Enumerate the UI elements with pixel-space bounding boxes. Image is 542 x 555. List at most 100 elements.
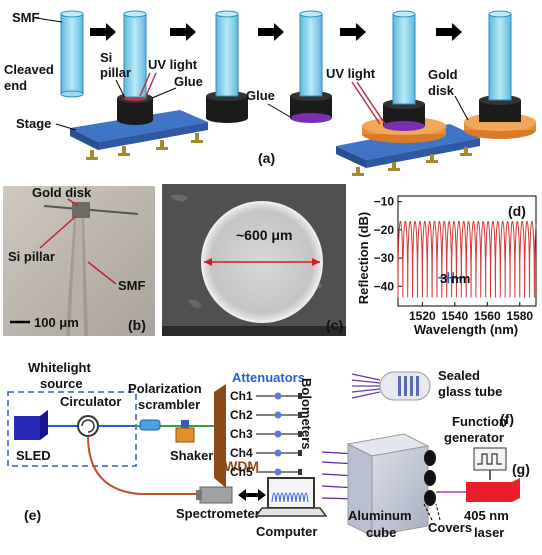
uv-light-label-2: UV light [326, 66, 376, 81]
panel-a: SMF Cleaved end [4, 10, 536, 176]
spacing-label-d: 3 nm [440, 271, 470, 286]
smf-label-b: SMF [118, 278, 146, 293]
si-pillar-label-2: pillar [100, 65, 131, 80]
laser-device [466, 478, 520, 502]
shaker-label: Shaker [170, 448, 213, 463]
process-arrows [90, 23, 462, 41]
reflection-series-line [397, 220, 537, 298]
glue-label-2: Glue [246, 88, 275, 103]
computer-label: Computer [256, 524, 317, 539]
cwdm-label: CWDM [214, 458, 259, 474]
panel-c-label: (c) [326, 317, 343, 333]
whitelight-label-1: Whitelight [28, 360, 91, 375]
channel-label: Ch2 [230, 408, 253, 422]
bolometer-icon [298, 431, 302, 437]
sled-label: SLED [16, 448, 51, 463]
cwdm-device [214, 384, 226, 488]
y-tick-label: −40 [374, 279, 395, 293]
polarization-label-1: Polarization [128, 381, 202, 396]
panel-f-label: (f) [500, 411, 514, 427]
polarization-label-2: scrambler [138, 397, 200, 412]
arrow-1 [90, 23, 116, 41]
shaker-device [175, 427, 195, 443]
cleaved-end-label-2: end [4, 78, 27, 93]
panel-a-label: (a) [258, 150, 275, 166]
laser-label-2: laser [474, 525, 504, 540]
channel-label: Ch5 [230, 465, 253, 479]
uv-light-label-1: UV light [148, 57, 198, 72]
cleaved-end-label-1: Cleaved [4, 62, 54, 77]
attenuator-icon [274, 449, 282, 457]
stage-label: Stage [16, 116, 51, 131]
whitelight-label-2: source [40, 376, 83, 391]
arrow-3 [258, 23, 284, 41]
dimension-label-c: ~600 μm [236, 227, 292, 243]
sled-device [14, 410, 48, 440]
panel-d: −10 −20 −30 −40 1520 1540 1560 1580 Reflection … [356, 195, 537, 337]
function-generator-icon [473, 447, 507, 471]
attenuator-icon [274, 468, 282, 476]
function-label-1: Function [452, 414, 507, 429]
panel-e-label: (e) [24, 507, 41, 523]
panel-c: ~600 μm (c) [162, 184, 346, 336]
gold-disk-label-b: Gold disk [32, 185, 92, 200]
spectrometer-label: Spectrometer [176, 506, 260, 521]
sealed-label-1: Sealed [438, 368, 480, 383]
attenuator-icon [274, 392, 282, 400]
fiber-step-1 [60, 10, 84, 98]
smf-label: SMF [12, 10, 40, 25]
spectrometer-device [199, 486, 233, 504]
circulator-icon [77, 415, 99, 437]
source-box [7, 391, 137, 467]
y-tick-label: −10 [374, 195, 395, 209]
x-tick-label: 1580 [506, 309, 533, 323]
panel-e: Whitelight source Circulator SLED Polari… [7, 360, 328, 539]
panel-g-label: (g) [512, 461, 530, 477]
bolometer-icon [298, 393, 302, 399]
si-pillar-label-b: Si pillar [8, 249, 55, 264]
sealed-label-2: glass tube [438, 384, 502, 399]
circulator-label: Circulator [60, 394, 121, 409]
attenuators-label: Attenuators [232, 370, 305, 385]
data-link-arrow [238, 489, 266, 501]
channel-label: Ch4 [230, 446, 253, 460]
y-tick-label: −20 [374, 223, 395, 237]
attenuator-icon [274, 430, 282, 438]
chart-x-axis-label: Wavelength (nm) [414, 322, 518, 337]
si-pillar-label-1: Si [100, 50, 112, 65]
pillar-step-3 [206, 10, 248, 123]
channel-label: Ch3 [230, 427, 253, 441]
bolometer-icon [298, 412, 302, 418]
y-tick-label: −30 [374, 251, 395, 265]
bolometers-label: Bolometers [299, 378, 314, 450]
glue-label-1: Glue [174, 74, 203, 89]
panel-f: Sealed glass tube (f) [351, 368, 514, 427]
bolometer-icon [298, 469, 302, 475]
stage-step-2 [70, 10, 208, 160]
arrow-5 [436, 23, 462, 41]
function-label-2: generator [444, 430, 504, 445]
chart-y-axis-label: Reflection (dB) [356, 212, 371, 304]
gold-disk-label-1: Gold [428, 67, 458, 82]
aluminum-label-2: cube [366, 525, 396, 540]
bolometer-icon [298, 450, 302, 456]
panel-b-label: (b) [128, 317, 146, 333]
aluminum-label-1: Aluminum [348, 508, 412, 523]
attenuator-icon [274, 411, 282, 419]
reflection-chart: −10 −20 −30 −40 1520 1540 1560 1580 [374, 195, 537, 323]
computer-icon [267, 477, 315, 509]
scrambler-device [139, 419, 161, 431]
x-tick-label: 1540 [441, 309, 468, 323]
final-step-6 [464, 10, 536, 139]
scale-bar-label-b: 100 μm [34, 315, 79, 330]
arrow-2 [170, 23, 196, 41]
panel-b: Gold disk Si pillar SMF 100 μm (b) [3, 185, 155, 336]
x-tick-label: 1520 [409, 309, 436, 323]
channel-label: Ch1 [230, 389, 253, 403]
x-tick-label: 1560 [474, 309, 501, 323]
pillar-step-4 [290, 10, 332, 123]
laser-label-1: 405 nm [464, 508, 509, 523]
covers-label: Covers [428, 520, 472, 535]
